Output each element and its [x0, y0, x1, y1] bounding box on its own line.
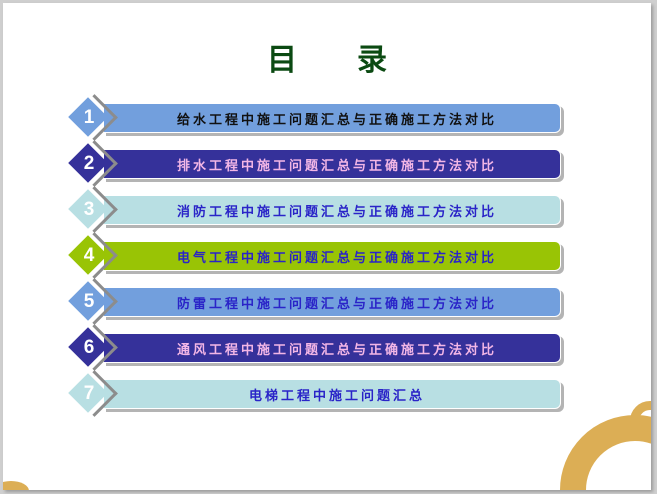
toc-item-7[interactable]: 电梯工程中施工问题汇总 7	[68, 370, 563, 417]
item-number: 3	[83, 199, 95, 220]
number-badge: 1	[68, 94, 118, 141]
page-title: 目录	[3, 35, 651, 79]
number-badge: 5	[68, 278, 118, 325]
toc-item-label: 通风工程中施工问题汇总与正确施工方法对比	[176, 342, 497, 358]
title-char-2: 录	[357, 43, 387, 78]
number-badge: 4	[68, 232, 118, 279]
number-badge: 7	[68, 370, 118, 417]
toc-item-label: 排水工程中施工问题汇总与正确施工方法对比	[176, 158, 497, 174]
number-badge: 3	[68, 186, 118, 233]
toc-item-label: 电梯工程中施工问题汇总	[248, 388, 425, 404]
toc-bar[interactable]: 电气工程中施工问题汇总与正确施工方法对比	[103, 241, 561, 271]
toc-item-2[interactable]: 排水工程中施工问题汇总与正确施工方法对比 2	[68, 140, 563, 187]
toc-item-1[interactable]: 给水工程中施工问题汇总与正确施工方法对比 1	[68, 94, 563, 141]
toc-item-5[interactable]: 防雷工程中施工问题汇总与正确施工方法对比 5	[68, 278, 563, 325]
item-number: 5	[83, 291, 95, 312]
toc-item-4[interactable]: 电气工程中施工问题汇总与正确施工方法对比 4	[68, 232, 563, 279]
toc-bar[interactable]: 消防工程中施工问题汇总与正确施工方法对比	[103, 195, 561, 225]
toc-bar[interactable]: 防雷工程中施工问题汇总与正确施工方法对比	[103, 287, 561, 317]
item-number: 4	[83, 245, 95, 266]
toc-item-label: 电气工程中施工问题汇总与正确施工方法对比	[176, 250, 497, 266]
toc-item-3[interactable]: 消防工程中施工问题汇总与正确施工方法对比 3	[68, 186, 563, 233]
toc-bar[interactable]: 给水工程中施工问题汇总与正确施工方法对比	[103, 103, 561, 133]
number-badge: 6	[68, 324, 118, 371]
item-number: 7	[83, 383, 95, 404]
decorative-arc-corner	[3, 481, 29, 490]
toc-bar[interactable]: 电梯工程中施工问题汇总	[103, 379, 561, 409]
slide: 目录 给水工程中施工问题汇总与正确施工方法对比 1 排水工程中施工问题汇总与正确…	[3, 3, 651, 490]
item-number: 2	[83, 153, 95, 174]
toc-item-6[interactable]: 通风工程中施工问题汇总与正确施工方法对比 6	[68, 324, 563, 371]
toc-item-label: 消防工程中施工问题汇总与正确施工方法对比	[176, 204, 497, 220]
item-number: 1	[83, 107, 95, 128]
item-number: 6	[83, 337, 95, 358]
toc-item-label: 给水工程中施工问题汇总与正确施工方法对比	[176, 112, 497, 128]
number-badge: 2	[68, 140, 118, 187]
toc-item-label: 防雷工程中施工问题汇总与正确施工方法对比	[176, 296, 497, 312]
decorative-ring-small	[630, 401, 651, 441]
toc-bar[interactable]: 排水工程中施工问题汇总与正确施工方法对比	[103, 149, 561, 179]
title-char-1: 目	[267, 43, 297, 78]
toc-bar[interactable]: 通风工程中施工问题汇总与正确施工方法对比	[103, 333, 561, 363]
